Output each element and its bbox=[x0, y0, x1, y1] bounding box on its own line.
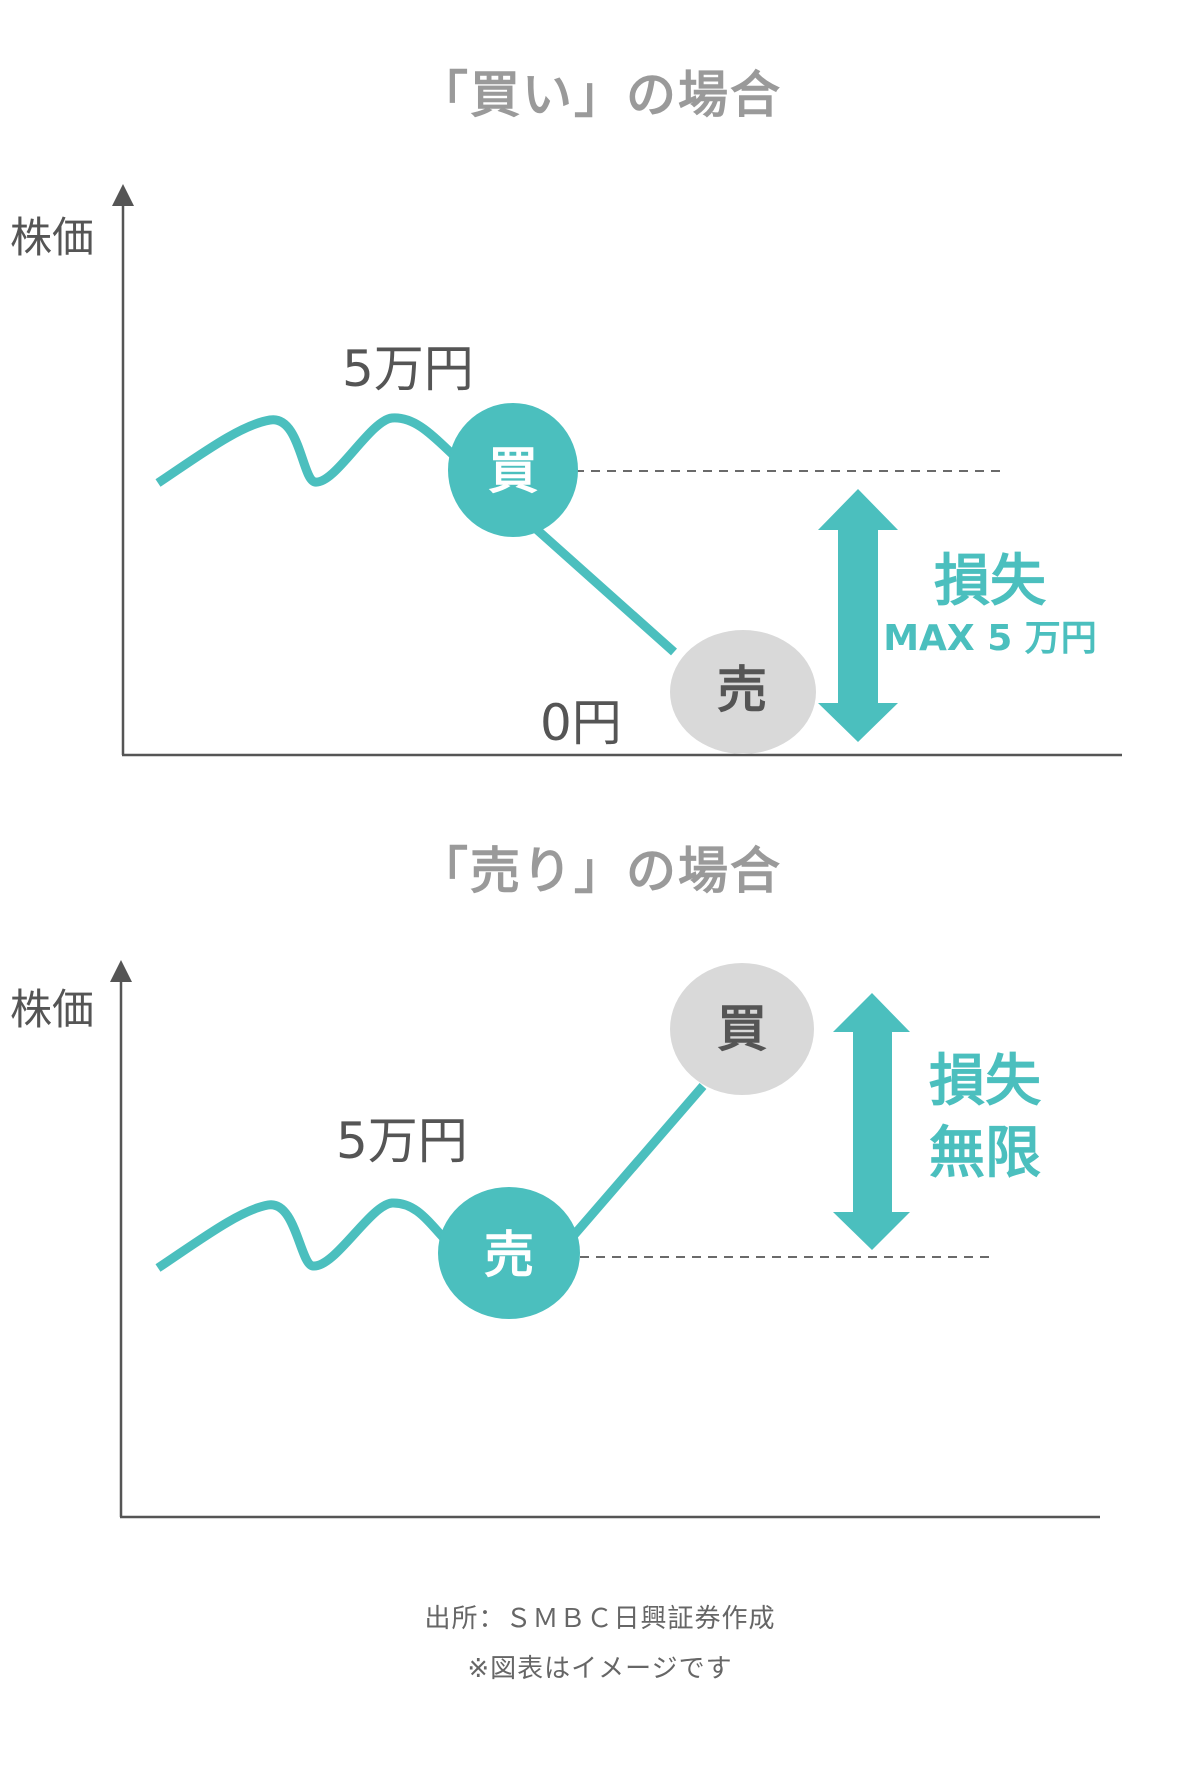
sell-marker-label: 売 bbox=[484, 1226, 534, 1284]
sell-case-title: 「売り」の場合 bbox=[418, 842, 782, 900]
y-axis-label: 株価 bbox=[10, 985, 94, 1034]
buy-case-chart: 「買い」の場合 株価 5万円 買 売 0円 損失 MAX 5 万円 bbox=[10, 66, 1122, 757]
loss-label: 損失 bbox=[929, 1049, 1042, 1114]
loss-range-double-arrow-icon bbox=[833, 993, 910, 1250]
sell-marker bbox=[438, 1187, 580, 1319]
entry-price-label: 5万円 bbox=[342, 340, 474, 398]
sell-marker bbox=[670, 630, 816, 754]
exit-price-label: 0円 bbox=[540, 694, 622, 752]
loss-range-double-arrow-icon bbox=[818, 489, 898, 742]
entry-price-label: 5万円 bbox=[336, 1112, 468, 1170]
price-line bbox=[155, 1083, 707, 1272]
footer: 出所：ＳＭＢＣ日興証券作成 ※図表はイメージです bbox=[424, 1604, 775, 1684]
loss-label: 損失 bbox=[934, 549, 1047, 614]
y-axis-arrow-icon bbox=[112, 184, 134, 206]
sell-case-chart: 「売り」の場合 株価 5万円 売 買 損失 無限 bbox=[10, 842, 1100, 1519]
buy-marker bbox=[670, 963, 814, 1095]
price-line bbox=[155, 413, 677, 656]
buy-marker bbox=[448, 403, 578, 537]
disclaimer-note: ※図表はイメージです bbox=[467, 1654, 732, 1684]
y-axis-label: 株価 bbox=[10, 213, 94, 262]
loss-unlimited-label: 無限 bbox=[929, 1121, 1041, 1186]
buy-marker-label: 買 bbox=[717, 1000, 767, 1058]
sell-marker-label: 売 bbox=[717, 661, 767, 719]
buy-case-title: 「買い」の場合 bbox=[418, 66, 782, 124]
buy-marker-label: 買 bbox=[488, 442, 538, 500]
y-axis-arrow-icon bbox=[110, 960, 132, 982]
loss-detail: MAX 5 万円 bbox=[883, 618, 1097, 659]
source-note: 出所：ＳＭＢＣ日興証券作成 bbox=[424, 1604, 775, 1634]
